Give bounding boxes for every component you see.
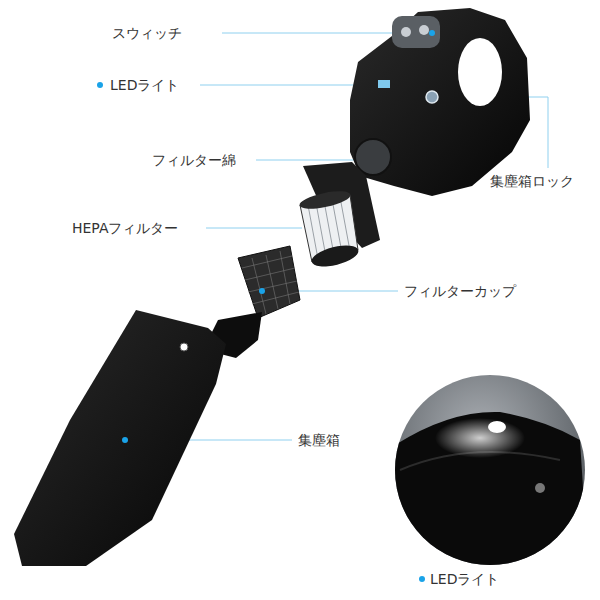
part-label: LEDライト bbox=[430, 570, 499, 588]
part-label: フィルターカップ bbox=[404, 282, 516, 300]
intake-port bbox=[355, 139, 391, 175]
part-label: 集塵箱 bbox=[298, 431, 340, 449]
lock-button bbox=[426, 91, 438, 103]
part-label: 集塵箱ロック bbox=[490, 172, 574, 190]
switch-panel bbox=[392, 16, 440, 48]
part-label: LEDライト bbox=[110, 76, 179, 94]
motor-body bbox=[350, 8, 530, 196]
handle-hole bbox=[458, 38, 502, 106]
dust-box bbox=[14, 310, 226, 566]
hepa-filter bbox=[298, 188, 360, 271]
switch-dot bbox=[429, 30, 435, 36]
part-label: スウィッチ bbox=[112, 24, 182, 42]
led-dot bbox=[97, 82, 103, 88]
led-inset bbox=[395, 375, 590, 600]
part-label: フィルター綿 bbox=[152, 151, 236, 169]
part-label: HEPAフィルター bbox=[72, 219, 179, 237]
led-window bbox=[378, 80, 390, 88]
